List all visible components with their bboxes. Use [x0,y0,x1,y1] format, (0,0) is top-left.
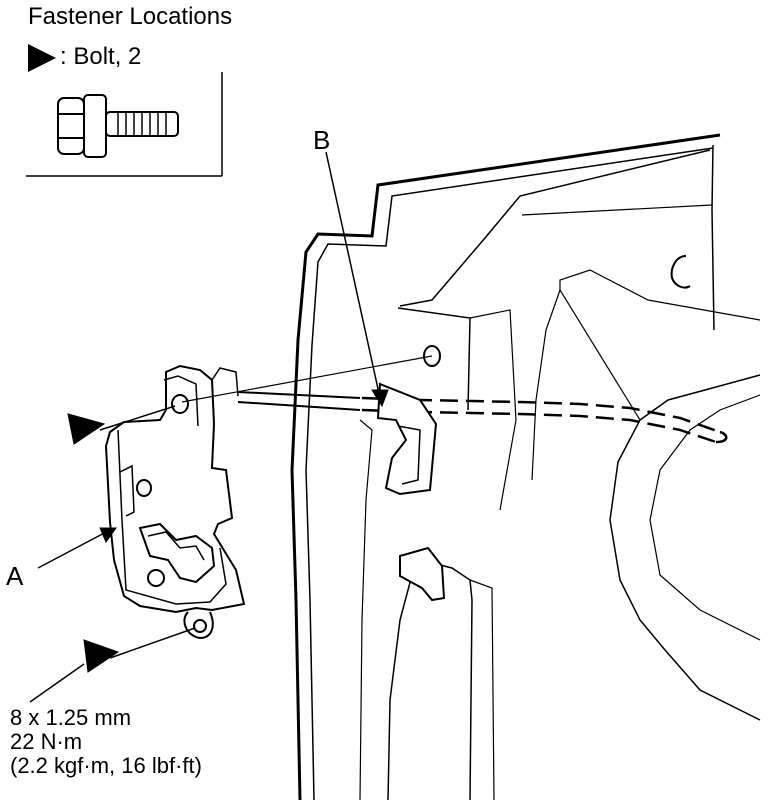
torque-nm: 22 N·m [10,729,83,754]
alignment-line [181,355,433,403]
cable-clip [376,382,438,496]
callout-label-a: A [6,561,24,591]
callout-arrows [29,151,389,703]
lower-bracket [399,546,446,602]
hex-flange-bolt-icon [57,94,179,158]
door-latch-assembly [104,364,246,640]
torque-alt-units: (2.2 kgf·m, 16 lbf·ft) [10,753,202,778]
page-title: Fastener Locations [28,3,233,30]
torque-specification: 8 x 1.25 mm 22 N·m (2.2 kgf·m, 16 lbf·ft… [10,706,202,778]
door-lock-cable [237,391,728,444]
bolt-size: 8 x 1.25 mm [10,705,132,730]
legend-bolt-count: : Bolt, 2 [60,43,142,70]
door-panel [290,133,761,800]
callout-label-b: B [313,125,331,155]
legend-box [26,72,223,177]
filled-triangle-icon [28,44,56,72]
